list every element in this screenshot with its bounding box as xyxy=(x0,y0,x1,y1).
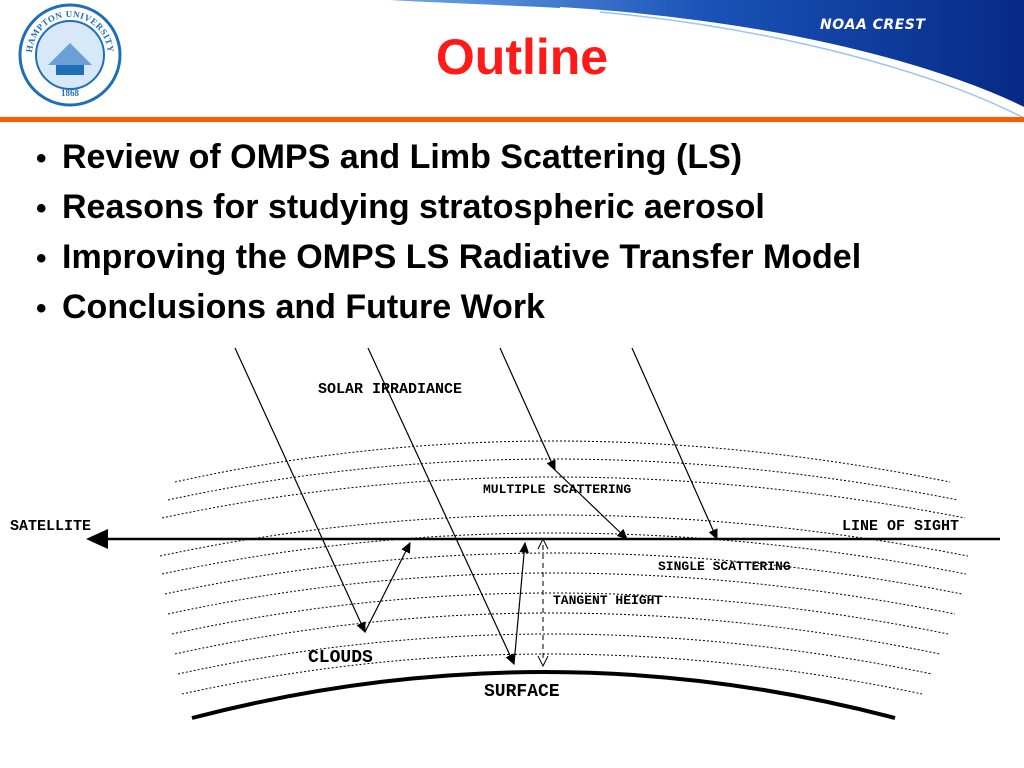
limb-scattering-diagram: SOLAR IRRADIANCE MULTIPLE SCATTERING SAT… xyxy=(10,347,1000,720)
satellite-label: SATELLITE xyxy=(10,518,91,535)
line-of-sight-label: LINE OF SIGHT xyxy=(842,518,959,535)
scattered-rays xyxy=(364,469,628,665)
list-item: • Improving the OMPS LS Radiative Transfe… xyxy=(36,233,861,283)
bullet-icon: • xyxy=(36,192,47,225)
bullet-icon: • xyxy=(36,292,47,325)
surface-label: SURFACE xyxy=(484,682,560,702)
slide-header: HAMPTON UNIVERSITY 1868 Outline NOAA CRE… xyxy=(0,0,1024,125)
header-swoosh xyxy=(390,0,1024,119)
seal-year: 1868 xyxy=(61,88,80,98)
bullet-icon: • xyxy=(36,242,47,275)
list-item: • Conclusions and Future Work xyxy=(36,283,861,333)
list-item: • Review of OMPS and Limb Scattering (LS) xyxy=(36,133,861,183)
header-divider xyxy=(0,117,1024,122)
atmosphere-layers xyxy=(159,440,969,695)
list-item-text: Review of OMPS and Limb Scattering (LS) xyxy=(62,138,743,176)
multiple-scattering-label: MULTIPLE SCATTERING xyxy=(483,482,631,497)
outline-list: • Review of OMPS and Limb Scattering (LS)… xyxy=(36,133,861,333)
noaa-crest-logo: NOAA CREST xyxy=(820,17,926,33)
list-item: • Reasons for studying stratospheric aero… xyxy=(36,183,861,233)
single-scattering-label: SINGLE SCATTERING xyxy=(658,559,791,574)
hampton-university-seal: HAMPTON UNIVERSITY 1868 xyxy=(18,3,122,107)
bullet-icon: • xyxy=(36,142,47,175)
clouds-label: CLOUDS xyxy=(308,648,373,668)
tangent-height-marker xyxy=(537,537,549,668)
earth-surface-curve xyxy=(191,670,896,720)
page-title: Outline xyxy=(435,29,609,85)
list-item-text: Improving the OMPS LS Radiative Transfer… xyxy=(62,238,862,276)
list-item-text: Conclusions and Future Work xyxy=(62,288,545,326)
solar-irradiance-label: SOLAR IRRADIANCE xyxy=(318,381,462,398)
tangent-height-label: TANGENT HEIGHT xyxy=(553,593,662,608)
solar-rays xyxy=(234,347,718,666)
satellite-arrow-icon xyxy=(86,529,108,549)
list-item-text: Reasons for studying stratospheric aeros… xyxy=(62,188,765,226)
